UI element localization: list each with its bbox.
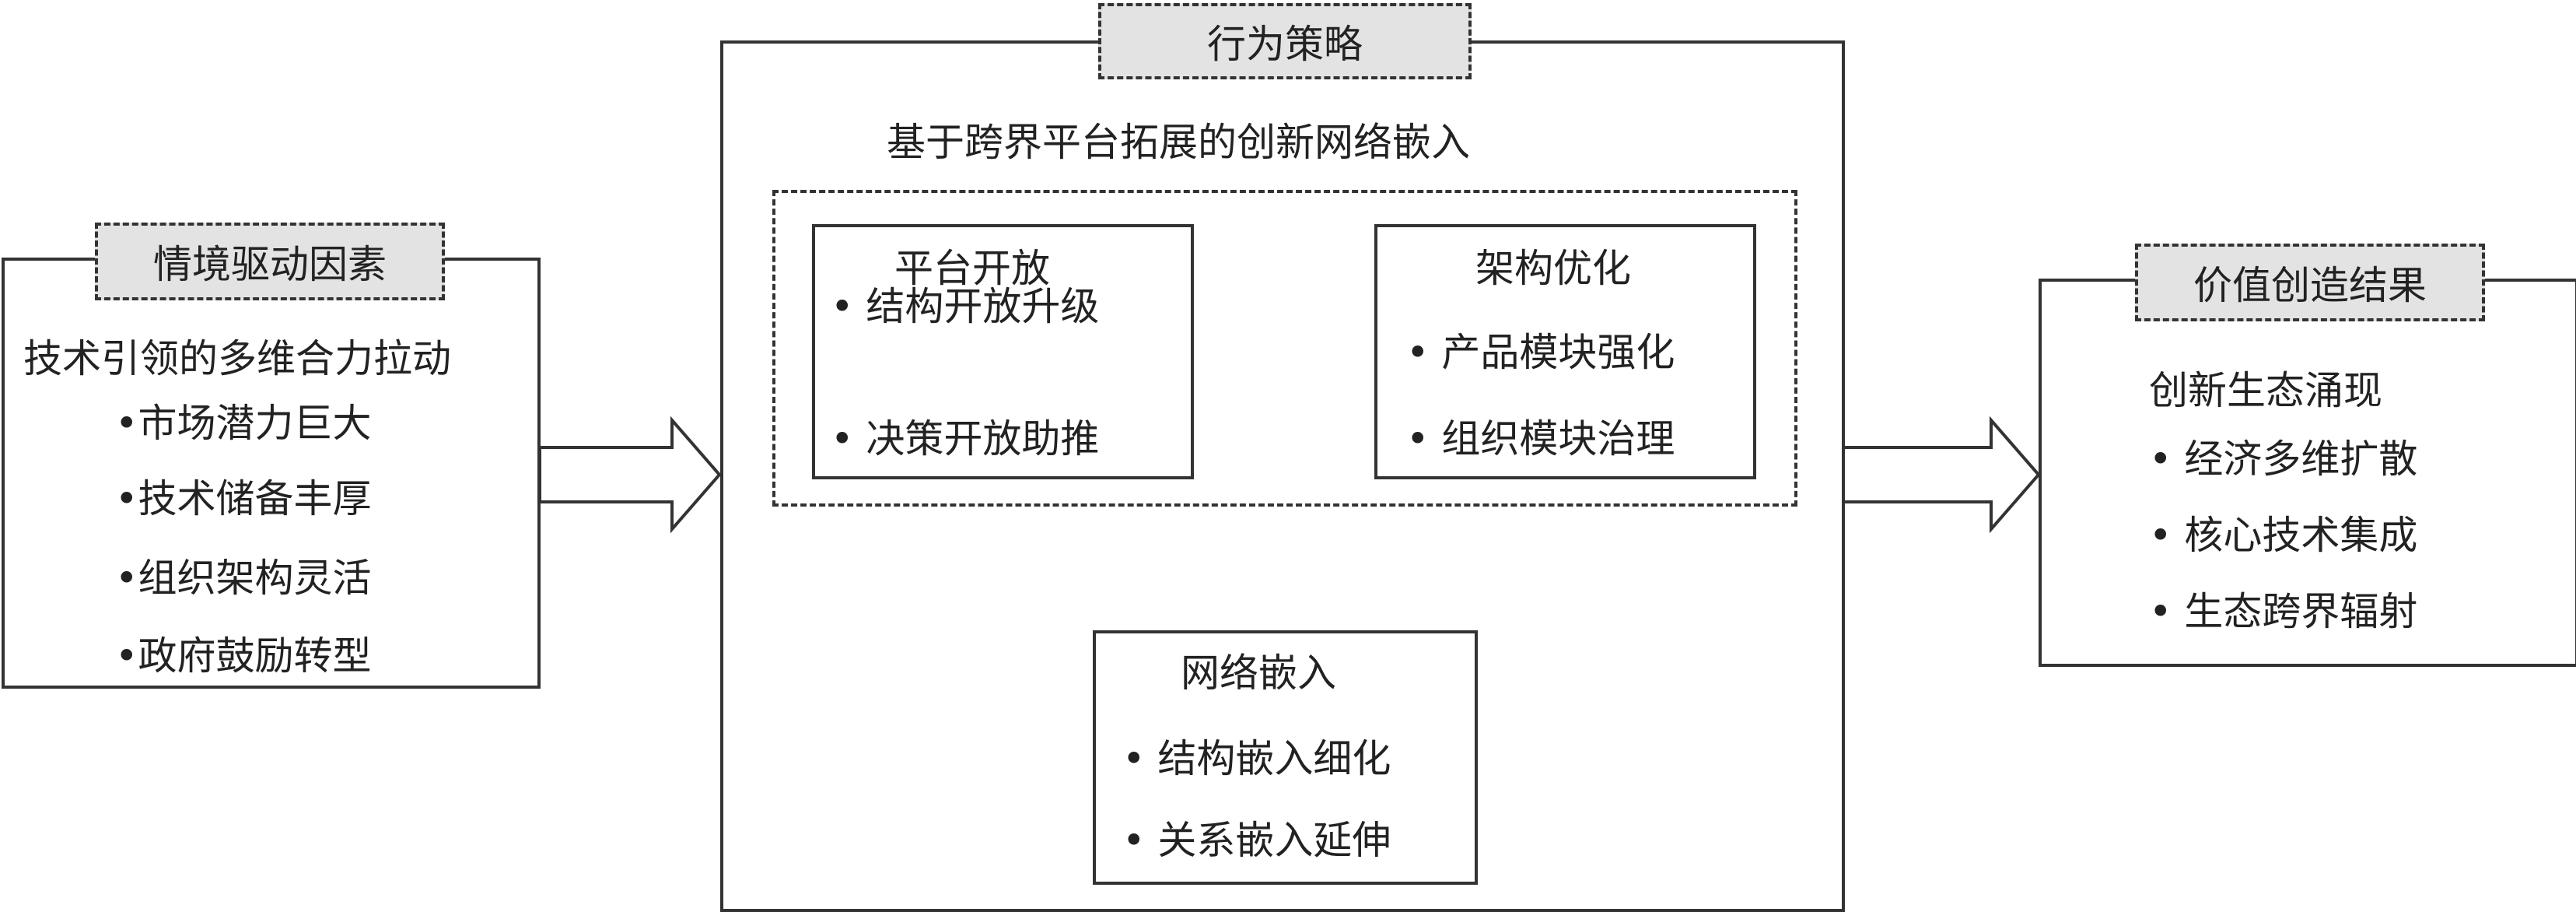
network-embedding-box [1093,630,1478,885]
behavior-strategy-tag: 行为策略 [1098,3,1472,79]
platform-architecture-group [772,190,1797,507]
strategy-title: 基于跨界平台拓展的创新网络嵌入 [887,120,1470,165]
value-creation-panel [2039,279,2576,667]
list-item: • 关系嵌入延伸 [1122,818,1391,863]
flow-arrow-right [1842,416,2041,534]
context-drivers-heading: 技术引领的多维合力拉动 [23,336,451,381]
platform-open-box [812,224,1194,479]
network-embedding-title: 网络嵌入 [1181,651,1336,696]
architecture-optimization-box [1374,224,1756,479]
list-item: • 经济多维扩散 [2149,437,2418,482]
list-item: •技术储备丰厚 [115,476,372,521]
list-item: • 决策开放助推 [831,416,1100,461]
value-creation-tag-label: 价值创造结果 [2193,263,2427,308]
list-item: •组织架构灵活 [115,556,372,601]
list-item: • 结构开放升级 [831,284,1100,329]
list-item: • 生态跨界辐射 [2149,589,2418,634]
context-drivers-tag: 情境驱动因素 [95,223,445,300]
platform-open-title: 平台开放 [894,246,1050,291]
context-drivers-panel [2,258,541,689]
list-item: • 核心技术集成 [2149,513,2418,558]
flow-arrow-left [538,416,722,534]
value-creation-tag: 价值创造结果 [2135,244,2485,321]
value-creation-heading: 创新生态涌现 [2149,368,2382,413]
context-drivers-tag-label: 情境驱动因素 [153,242,387,287]
architecture-optimization-title: 架构优化 [1475,246,1631,291]
behavior-strategy-tag-label: 行为策略 [1207,22,1363,67]
list-item: • 结构嵌入细化 [1122,736,1391,781]
list-item: • 组织模块治理 [1406,416,1675,461]
list-item: •政府鼓励转型 [115,633,372,679]
list-item: • 产品模块强化 [1406,330,1675,375]
list-item: •市场潜力巨大 [115,401,372,446]
